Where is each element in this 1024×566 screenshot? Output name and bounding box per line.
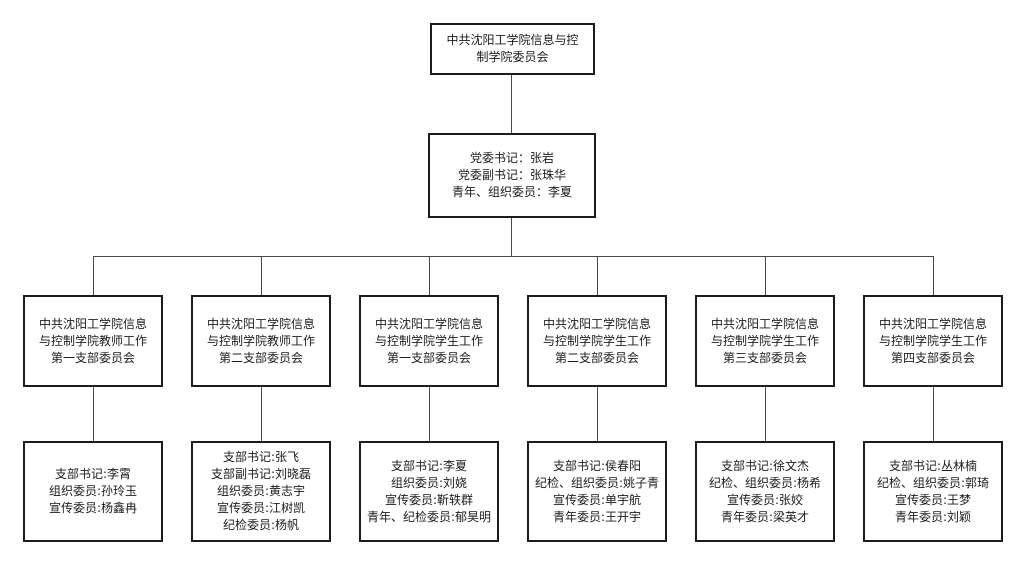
org-box-committee: 党委书记：张岩党委副书记：张珠华青年、组织委员：李夏 bbox=[428, 133, 596, 218]
connector-rail-to-branch-2 bbox=[261, 256, 262, 295]
text-line: 第一支部委员会 bbox=[50, 350, 135, 365]
text-line: 宣传委员:靳轶群 bbox=[384, 492, 474, 507]
text-line: 与控制学院教师工作 bbox=[38, 333, 147, 348]
text-line: 党委副书记：张珠华 bbox=[457, 168, 566, 182]
connector-branch-5-to-members bbox=[765, 387, 766, 441]
org-box-branch-3: 中共沈阳工学院信息与控制学院学生工作第一支部委员会 bbox=[359, 295, 499, 387]
org-box-members-4: 支部书记:侯春阳纪检、组织委员:姚子青宣传委员:单宇航青年委员:王开宇 bbox=[527, 441, 667, 542]
text-line: 第二支部委员会 bbox=[218, 350, 303, 365]
connector-branch-6-to-members bbox=[933, 387, 934, 441]
text-line: 宣传委员:张姣 bbox=[726, 492, 804, 507]
org-box-members-3: 支部书记:李夏组织委员:刘娆宣传委员:靳轶群青年、纪检委员:郁昊明 bbox=[359, 441, 499, 542]
connector-branch-3-to-members bbox=[429, 387, 430, 441]
text-line: 支部副书记:刘晓磊 bbox=[210, 467, 312, 481]
org-box-branch-5: 中共沈阳工学院信息与控制学院学生工作第三支部委员会 bbox=[695, 295, 835, 387]
text-line: 青年、组织委员：李夏 bbox=[451, 185, 572, 199]
text-line: 第三支部委员会 bbox=[722, 350, 807, 365]
text-line: 组织委员:孙玲玉 bbox=[48, 484, 138, 498]
org-box-members-5: 支部书记:徐文杰纪检、组织委员:杨希宣传委员:张姣青年委员:梁英才 bbox=[695, 441, 835, 542]
text-line: 第二支部委员会 bbox=[554, 350, 639, 365]
text-line: 纪检、组织委员:姚子青 bbox=[534, 475, 660, 490]
text-line: 组织委员:黄志宇 bbox=[216, 484, 306, 498]
text-line: 与控制学院学生工作 bbox=[710, 333, 819, 348]
text-line: 第四支部委员会 bbox=[890, 350, 975, 365]
text-line: 纪检、组织委员:郭琦 bbox=[876, 475, 990, 490]
connector-branch-2-to-members bbox=[261, 387, 262, 441]
text-line: 支部书记:张飞 bbox=[222, 450, 300, 464]
org-box-members-2: 支部书记:张飞支部副书记:刘晓磊组织委员:黄志宇宣传委员:江树凯纪检委员:杨帆 bbox=[191, 441, 331, 542]
text-line: 宣传委员:单宇航 bbox=[552, 492, 642, 507]
text-line: 制学院委员会 bbox=[476, 50, 549, 64]
text-line: 中共沈阳工学院信息 bbox=[542, 316, 651, 331]
connector-rail-to-branch-3 bbox=[429, 256, 430, 295]
text-line: 支部书记:李夏 bbox=[390, 458, 468, 473]
text-line: 与控制学院学生工作 bbox=[878, 333, 987, 348]
org-box-branch-2: 中共沈阳工学院信息与控制学院教师工作第二支部委员会 bbox=[191, 295, 331, 387]
text-line: 中共沈阳工学院信息 bbox=[374, 316, 483, 331]
connector-rail-to-branch-5 bbox=[765, 256, 766, 295]
text-line: 纪检、组织委员:杨希 bbox=[708, 475, 822, 490]
text-line: 支部书记:徐文杰 bbox=[720, 458, 810, 473]
text-line: 青年委员:刘颖 bbox=[894, 509, 972, 524]
text-line: 中共沈阳工学院信息 bbox=[878, 316, 987, 331]
org-box-branch-4: 中共沈阳工学院信息与控制学院学生工作第二支部委员会 bbox=[527, 295, 667, 387]
connector-root-to-committee bbox=[511, 75, 512, 133]
connector-branch-4-to-members bbox=[597, 387, 598, 441]
text-line: 中共沈阳工学院信息 bbox=[38, 316, 147, 331]
text-line: 中共沈阳工学院信息与控 bbox=[446, 33, 579, 47]
org-box-members-6: 支部书记:丛林楠纪检、组织委员:郭琦宣传委员:王梦青年委员:刘颖 bbox=[863, 441, 1003, 542]
text-line: 宣传委员:江树凯 bbox=[216, 501, 306, 515]
text-line: 与控制学院教师工作 bbox=[206, 333, 315, 348]
text-line: 纪检委员:杨帆 bbox=[222, 518, 300, 532]
text-line: 与控制学院学生工作 bbox=[374, 333, 483, 348]
org-box-branch-6: 中共沈阳工学院信息与控制学院学生工作第四支部委员会 bbox=[863, 295, 1003, 387]
text-line: 第一支部委员会 bbox=[386, 350, 471, 365]
connector-rail bbox=[93, 256, 933, 257]
connector-rail-to-branch-4 bbox=[597, 256, 598, 295]
org-box-branch-1: 中共沈阳工学院信息与控制学院教师工作第一支部委员会 bbox=[23, 295, 163, 387]
connector-committee-to-rail bbox=[511, 218, 512, 256]
connector-rail-to-branch-1 bbox=[93, 256, 94, 295]
connector-branch-1-to-members bbox=[93, 387, 94, 441]
text-line: 支部书记:李霄 bbox=[54, 467, 132, 481]
text-line: 中共沈阳工学院信息 bbox=[710, 316, 819, 331]
text-line: 支部书记:侯春阳 bbox=[552, 458, 642, 473]
text-line: 青年、纪检委员:郁昊明 bbox=[366, 509, 492, 524]
text-line: 宣传委员:杨鑫冉 bbox=[48, 501, 138, 515]
connector-rail-to-branch-6 bbox=[933, 256, 934, 295]
text-line: 组织委员:刘娆 bbox=[390, 475, 468, 490]
org-box-members-1: 支部书记:李霄组织委员:孙玲玉宣传委员:杨鑫冉 bbox=[23, 441, 163, 542]
text-line: 中共沈阳工学院信息 bbox=[206, 316, 315, 331]
text-line: 青年委员:梁英才 bbox=[720, 509, 810, 524]
text-line: 党委书记：张岩 bbox=[469, 151, 554, 165]
text-line: 支部书记:丛林楠 bbox=[888, 458, 978, 473]
text-line: 青年委员:王开宇 bbox=[552, 509, 642, 524]
org-box-root: 中共沈阳工学院信息与控制学院委员会 bbox=[430, 23, 595, 75]
text-line: 宣传委员:王梦 bbox=[894, 492, 972, 507]
text-line: 与控制学院学生工作 bbox=[542, 333, 651, 348]
